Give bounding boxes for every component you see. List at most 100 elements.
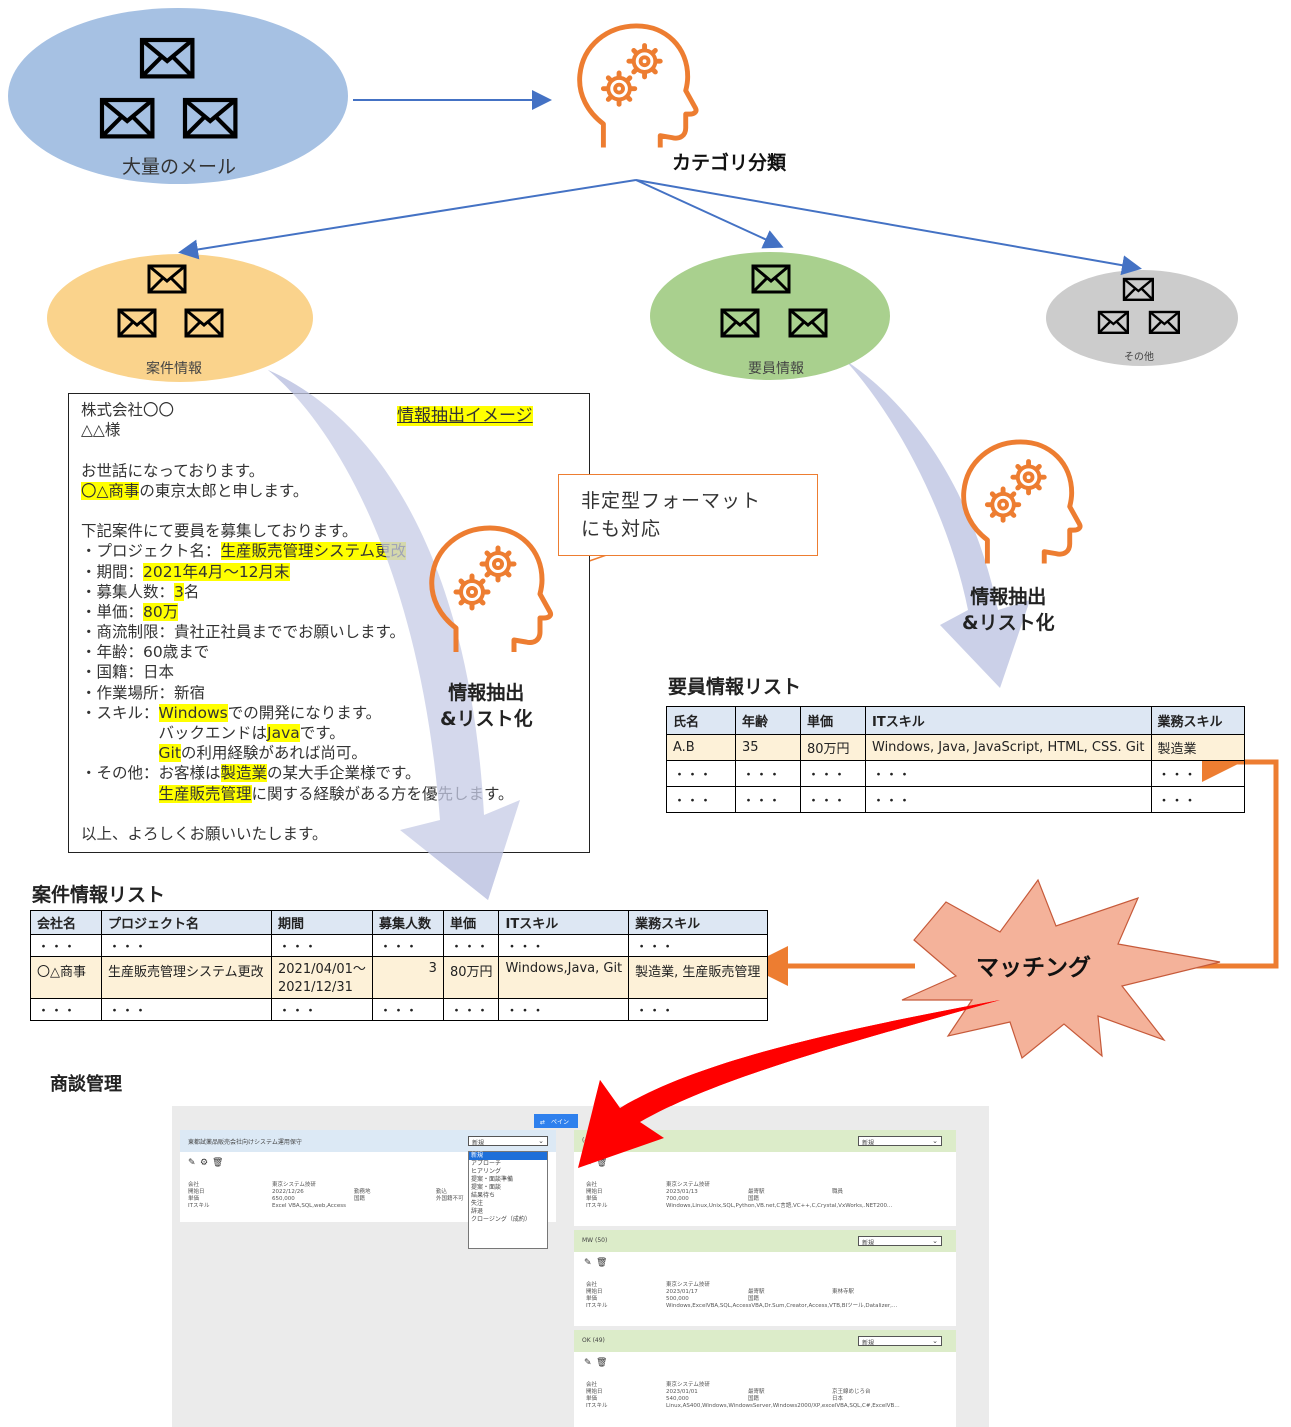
table-header: 期間 <box>271 910 373 935</box>
table-cell: ・・・ <box>666 786 736 813</box>
callout-line: にも対応 <box>581 518 662 540</box>
field-label: 国籍 <box>748 1196 760 1202</box>
negotiation-title: 商談管理 <box>50 1074 122 1095</box>
email-text <box>81 785 159 803</box>
table-cell: 製造業 <box>1150 734 1245 761</box>
staff-list-table: 氏名 年齢 単価 ITスキル 業務スキル A.B 35 80万円 Windows… <box>666 706 1245 813</box>
field-label: 単価 <box>586 1396 598 1402</box>
table-header: プロジェクト名 <box>101 910 272 935</box>
dropdown-option[interactable]: アプローチ <box>471 1160 502 1167</box>
candidate-card-values-2: 東林寺駅 <box>832 1289 854 1296</box>
candidate-card-fields-2: 最寄駅 国籍 <box>748 1189 765 1203</box>
candidate-card-values-2: 職員 <box>832 1189 843 1196</box>
dropdown-option[interactable]: 辞退 <box>471 1208 484 1215</box>
status-select[interactable]: 新規⌄ <box>858 1236 942 1247</box>
delete-icon[interactable]: 🗑 <box>212 1158 224 1168</box>
table-cell: ・・・ <box>30 998 102 1021</box>
table-cell: ・・・ <box>865 760 1152 787</box>
chevron-down-icon: ⌄ <box>932 1137 938 1145</box>
category-staff-label: 要員情報 <box>748 361 804 377</box>
field-value: 2022/12/26 <box>272 1189 304 1195</box>
classifier-label: カテゴリ分類 <box>672 152 787 174</box>
delete-icon[interactable]: 🗑 <box>596 1358 608 1368</box>
table-cell: ・・・ <box>30 934 102 957</box>
edit-icon[interactable]: ✎ <box>584 1358 592 1368</box>
field-value: Windows,Linux,Unix,SQL,Python,VB.net,C言語… <box>666 1203 893 1209</box>
email-text: の利用経験があれば尚可。 <box>180 744 367 763</box>
candidate-card-header <box>574 1330 956 1352</box>
edit-icon[interactable]: ✎ <box>584 1258 592 1268</box>
email-text: ・プロジェクト名： <box>81 542 221 561</box>
table-cell: ・・・ <box>865 786 1152 813</box>
project-card-fields-3: 勤込 外国籍不可 <box>436 1189 464 1203</box>
email-highlight: 80万 <box>143 602 179 621</box>
field-label: ITスキル <box>586 1303 608 1309</box>
candidate-card-values-2: 京王線めじろ台 日本 <box>832 1389 871 1403</box>
field-label: 単価 <box>586 1296 598 1302</box>
field-label: ITスキル <box>188 1203 210 1209</box>
dropdown-option[interactable]: クロージング（成約） <box>471 1216 531 1223</box>
table-header: 業務スキル <box>1150 706 1245 735</box>
delete-icon[interactable]: 🗑 <box>596 1158 608 1168</box>
candidate-card-values: 東京システム技研 2023/01/13 700,000 Windows,Linu… <box>666 1182 892 1210</box>
field-value: 540,000 <box>666 1396 689 1402</box>
field-value: 東京システム技研 <box>272 1182 316 1188</box>
table-cell: 3 <box>371 956 444 999</box>
robot-icon[interactable]: ⚙ <box>200 1158 209 1168</box>
table-header: 単価 <box>442 910 500 935</box>
table-cell: ・・・ <box>101 998 272 1021</box>
edit-icon[interactable]: ✎ <box>584 1158 592 1168</box>
chevron-down-icon: ⌄ <box>538 1137 544 1145</box>
table-cell: 80万円 <box>800 734 866 761</box>
edit-icon[interactable]: ✎ <box>188 1158 196 1168</box>
email-highlight: 〇△商事 <box>81 481 140 500</box>
email-line: ・その他：お客様は製造業の某大手企業様です。 <box>81 763 589 783</box>
chevron-down-icon: ⌄ <box>932 1337 938 1345</box>
dropdown-option[interactable]: 失注 <box>471 1200 484 1207</box>
field-label: 開始日 <box>586 1289 603 1295</box>
email-highlight: 3 <box>174 582 184 601</box>
email-text: の東京太郎と申します。 <box>139 481 309 500</box>
delete-icon[interactable]: 🗑 <box>596 1258 608 1268</box>
candidate-card-header <box>574 1230 956 1252</box>
table-cell: ・・・ <box>371 998 444 1021</box>
candidate-card-fields-2: 最寄駅 国籍 <box>748 1389 765 1403</box>
field-value: 京王線めじろ台 <box>832 1389 871 1395</box>
status-select[interactable]: 新規⌄ <box>858 1136 942 1147</box>
status-select[interactable]: 新規 ⌄ <box>858 1336 942 1347</box>
email-highlight: Git <box>158 744 181 763</box>
candidate-card: (46) 新規⌄ ✎ 🗑 会社 開始日 単価 ITスキル 東京システム技研 20… <box>574 1130 956 1226</box>
status-select[interactable]: 新規⌄ <box>468 1136 548 1147</box>
dropdown-option[interactable]: 提案・面談準備 <box>471 1176 514 1183</box>
email-text: に関する経験がある方を優先します。 <box>251 784 514 803</box>
field-label: 会社 <box>188 1182 200 1188</box>
table-cell: ・・・ <box>442 934 500 957</box>
project-card-fields: 会社 開始日 単価 ITスキル <box>188 1182 209 1210</box>
field-label: 会社 <box>586 1382 598 1388</box>
field-label: 国籍 <box>354 1196 366 1202</box>
email-highlight: 製造業 <box>220 764 268 783</box>
field-label: 最寄駅 <box>748 1189 765 1195</box>
email-line: ・年齢：60歳まで <box>81 643 210 662</box>
category-other-ellipse <box>1046 270 1238 366</box>
table-cell: ・・・ <box>498 998 630 1021</box>
field-label: 国籍 <box>748 1396 760 1402</box>
pane-toggle-button[interactable]: ⇄ ペイン <box>534 1114 578 1128</box>
field-value: 500,000 <box>666 1296 689 1302</box>
field-label: 最寄駅 <box>748 1289 765 1295</box>
field-value: 2023/01/01 <box>666 1389 698 1395</box>
field-label: 勤務地 <box>354 1189 371 1195</box>
table-header: ITスキル <box>498 910 630 935</box>
dropdown-option[interactable]: ヒアリング <box>471 1168 502 1175</box>
dropdown-option[interactable]: 新規 <box>469 1152 547 1160</box>
table-row: ・・・ ・・・ ・・・ ・・・ ・・・ <box>666 760 1245 787</box>
table-row: ・・・ ・・・ ・・・ ・・・ ・・・ ・・・ ・・・ <box>30 998 769 1021</box>
pane-toggle-label: ⇄ ペイン <box>540 1119 570 1126</box>
dropdown-option[interactable]: 提案・面談 <box>471 1184 502 1191</box>
dropdown-option[interactable]: 結果待ち <box>471 1192 496 1199</box>
extract-label-line: 情報抽出 <box>448 682 525 704</box>
email-line: ・作業場所：新宿 <box>81 683 206 702</box>
extract-arrow-staff <box>845 360 1030 688</box>
status-select-value: 新規 <box>862 1340 875 1347</box>
email-highlight: 生産販売管理 <box>158 784 252 803</box>
